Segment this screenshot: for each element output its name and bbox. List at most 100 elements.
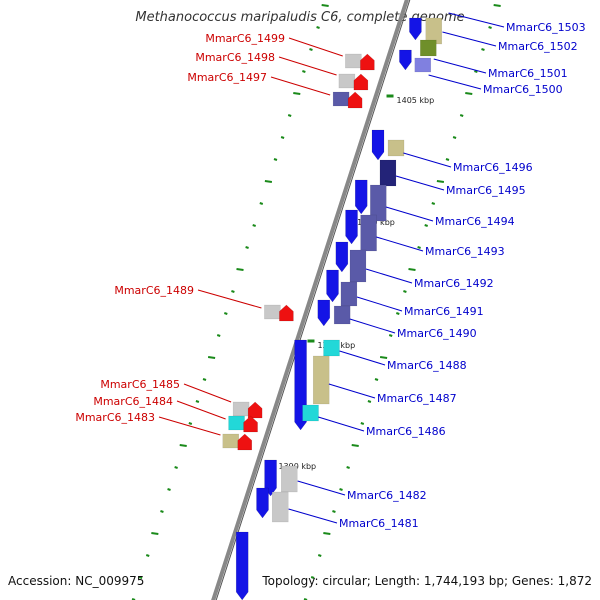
cyan-gene-box — [302, 404, 319, 422]
red-gene-arrow — [243, 415, 258, 433]
gene-label-right: MmarC6_1496 — [453, 161, 533, 174]
gene-label-right: MmarC6_1501 — [488, 67, 568, 80]
left-tick-mark — [223, 312, 228, 315]
right-tick-mark — [474, 70, 478, 73]
gene-leader-line — [365, 268, 413, 284]
gene-leader-line — [297, 480, 346, 496]
khaki-gene-box — [222, 433, 240, 449]
gene-leader-line — [395, 175, 445, 191]
gene-leader-line — [158, 416, 221, 436]
right-tick-mark — [317, 554, 322, 557]
scale-label: 1390 kbp — [278, 462, 316, 471]
gray-gene-box — [345, 53, 362, 69]
left-tick-mark — [280, 136, 285, 139]
blue-gene-arrow — [326, 269, 339, 303]
gene-leader-line — [183, 383, 232, 403]
left-tick-mark — [302, 70, 306, 73]
left-tick-mark — [179, 444, 187, 447]
red-gene-arrow — [279, 304, 294, 322]
left-tick-mark — [188, 422, 193, 425]
gene-label-right: MmarC6_1495 — [446, 184, 526, 197]
gene-label-left: MmarC6_1489 — [114, 284, 194, 297]
left-tick-mark — [231, 290, 235, 293]
gene-label-right: MmarC6_1500 — [483, 83, 563, 96]
left-tick-mark — [138, 576, 143, 579]
right-tick-mark — [481, 48, 485, 51]
left-tick-mark — [321, 4, 329, 7]
right-tick-mark — [360, 422, 365, 425]
slate-gene-box — [360, 214, 377, 252]
gene-leader-line — [442, 31, 497, 47]
gene-label-left: MmarC6_1483 — [75, 411, 155, 424]
right-tick-mark — [323, 532, 331, 535]
khaki-gene-box — [312, 355, 330, 405]
gene-leader-line — [288, 37, 343, 57]
left-tick-mark — [216, 334, 221, 337]
right-tick-mark — [346, 466, 350, 469]
gene-leader-line — [197, 289, 262, 309]
right-tick-mark — [459, 114, 464, 117]
gene-leader-line — [349, 318, 396, 334]
right-tick-mark — [465, 92, 473, 95]
red-gene-arrow — [360, 53, 375, 71]
accession-label: Accession: NC_009975 — [8, 574, 145, 588]
gene-leader-line — [448, 12, 505, 28]
slate-gene-box — [332, 91, 350, 107]
left-tick-mark — [174, 466, 178, 469]
right-tick-mark — [339, 488, 343, 491]
blue-gene-arrow — [335, 241, 349, 273]
left-tick-mark — [167, 488, 171, 491]
left-tick-mark — [252, 224, 257, 227]
gene-leader-line — [403, 152, 452, 168]
gene-label-right: MmarC6_1486 — [366, 425, 446, 438]
left-tick-mark — [293, 92, 301, 95]
olive-gene-box — [420, 39, 437, 57]
left-tick-mark — [309, 48, 313, 51]
gene-leader-line — [278, 56, 337, 76]
gene-label-left: MmarC6_1499 — [205, 32, 285, 45]
gene-label-right: MmarC6_1488 — [387, 359, 467, 372]
gene-label-right: MmarC6_1503 — [506, 21, 586, 34]
cyan-gene-box — [323, 339, 340, 357]
khaki-gene-box — [387, 139, 405, 157]
gene-label-right: MmarC6_1487 — [377, 392, 457, 405]
left-tick-mark — [151, 532, 159, 535]
blue-gene-arrow — [409, 17, 422, 41]
right-tick-mark — [408, 268, 416, 271]
right-tick-mark — [332, 510, 336, 513]
red-gene-arrow — [353, 73, 369, 91]
right-tick-mark — [403, 290, 407, 293]
gene-label-right: MmarC6_1491 — [404, 305, 484, 318]
left-tick-mark — [245, 246, 249, 249]
gene-label-left: MmarC6_1484 — [93, 395, 173, 408]
right-tick-mark — [424, 224, 429, 227]
right-tick-mark — [374, 378, 379, 381]
right-tick-mark — [395, 312, 400, 315]
left-tick-mark — [195, 400, 200, 403]
slate-gene-box — [349, 249, 367, 283]
slate-gene-box — [340, 281, 358, 307]
right-tick-mark — [367, 400, 372, 403]
right-tick-mark — [493, 4, 501, 7]
left-tick-mark — [259, 202, 264, 205]
gene-label-right: MmarC6_1502 — [498, 40, 578, 53]
left-tick-mark — [145, 554, 150, 557]
gene-label-left: MmarC6_1497 — [187, 71, 267, 84]
left-tick-mark — [264, 180, 273, 183]
gene-label-right: MmarC6_1494 — [435, 215, 515, 228]
blue-gene-arrow — [235, 531, 249, 600]
blue-gene-arrow — [371, 129, 385, 161]
gene-leader-line — [176, 400, 226, 420]
left-tick-mark — [207, 356, 216, 359]
right-tick-mark — [417, 246, 421, 249]
gray-gene-box — [281, 465, 298, 493]
left-tick-mark — [287, 114, 292, 117]
navy-gene-box — [379, 159, 397, 187]
topology-label: Topology: circular; Length: 1,744,193 bp… — [262, 574, 592, 588]
gray-gene-box — [264, 304, 281, 320]
gene-leader-line — [328, 383, 376, 399]
gene-leader-line — [376, 236, 424, 252]
gene-leader-line — [270, 76, 331, 96]
